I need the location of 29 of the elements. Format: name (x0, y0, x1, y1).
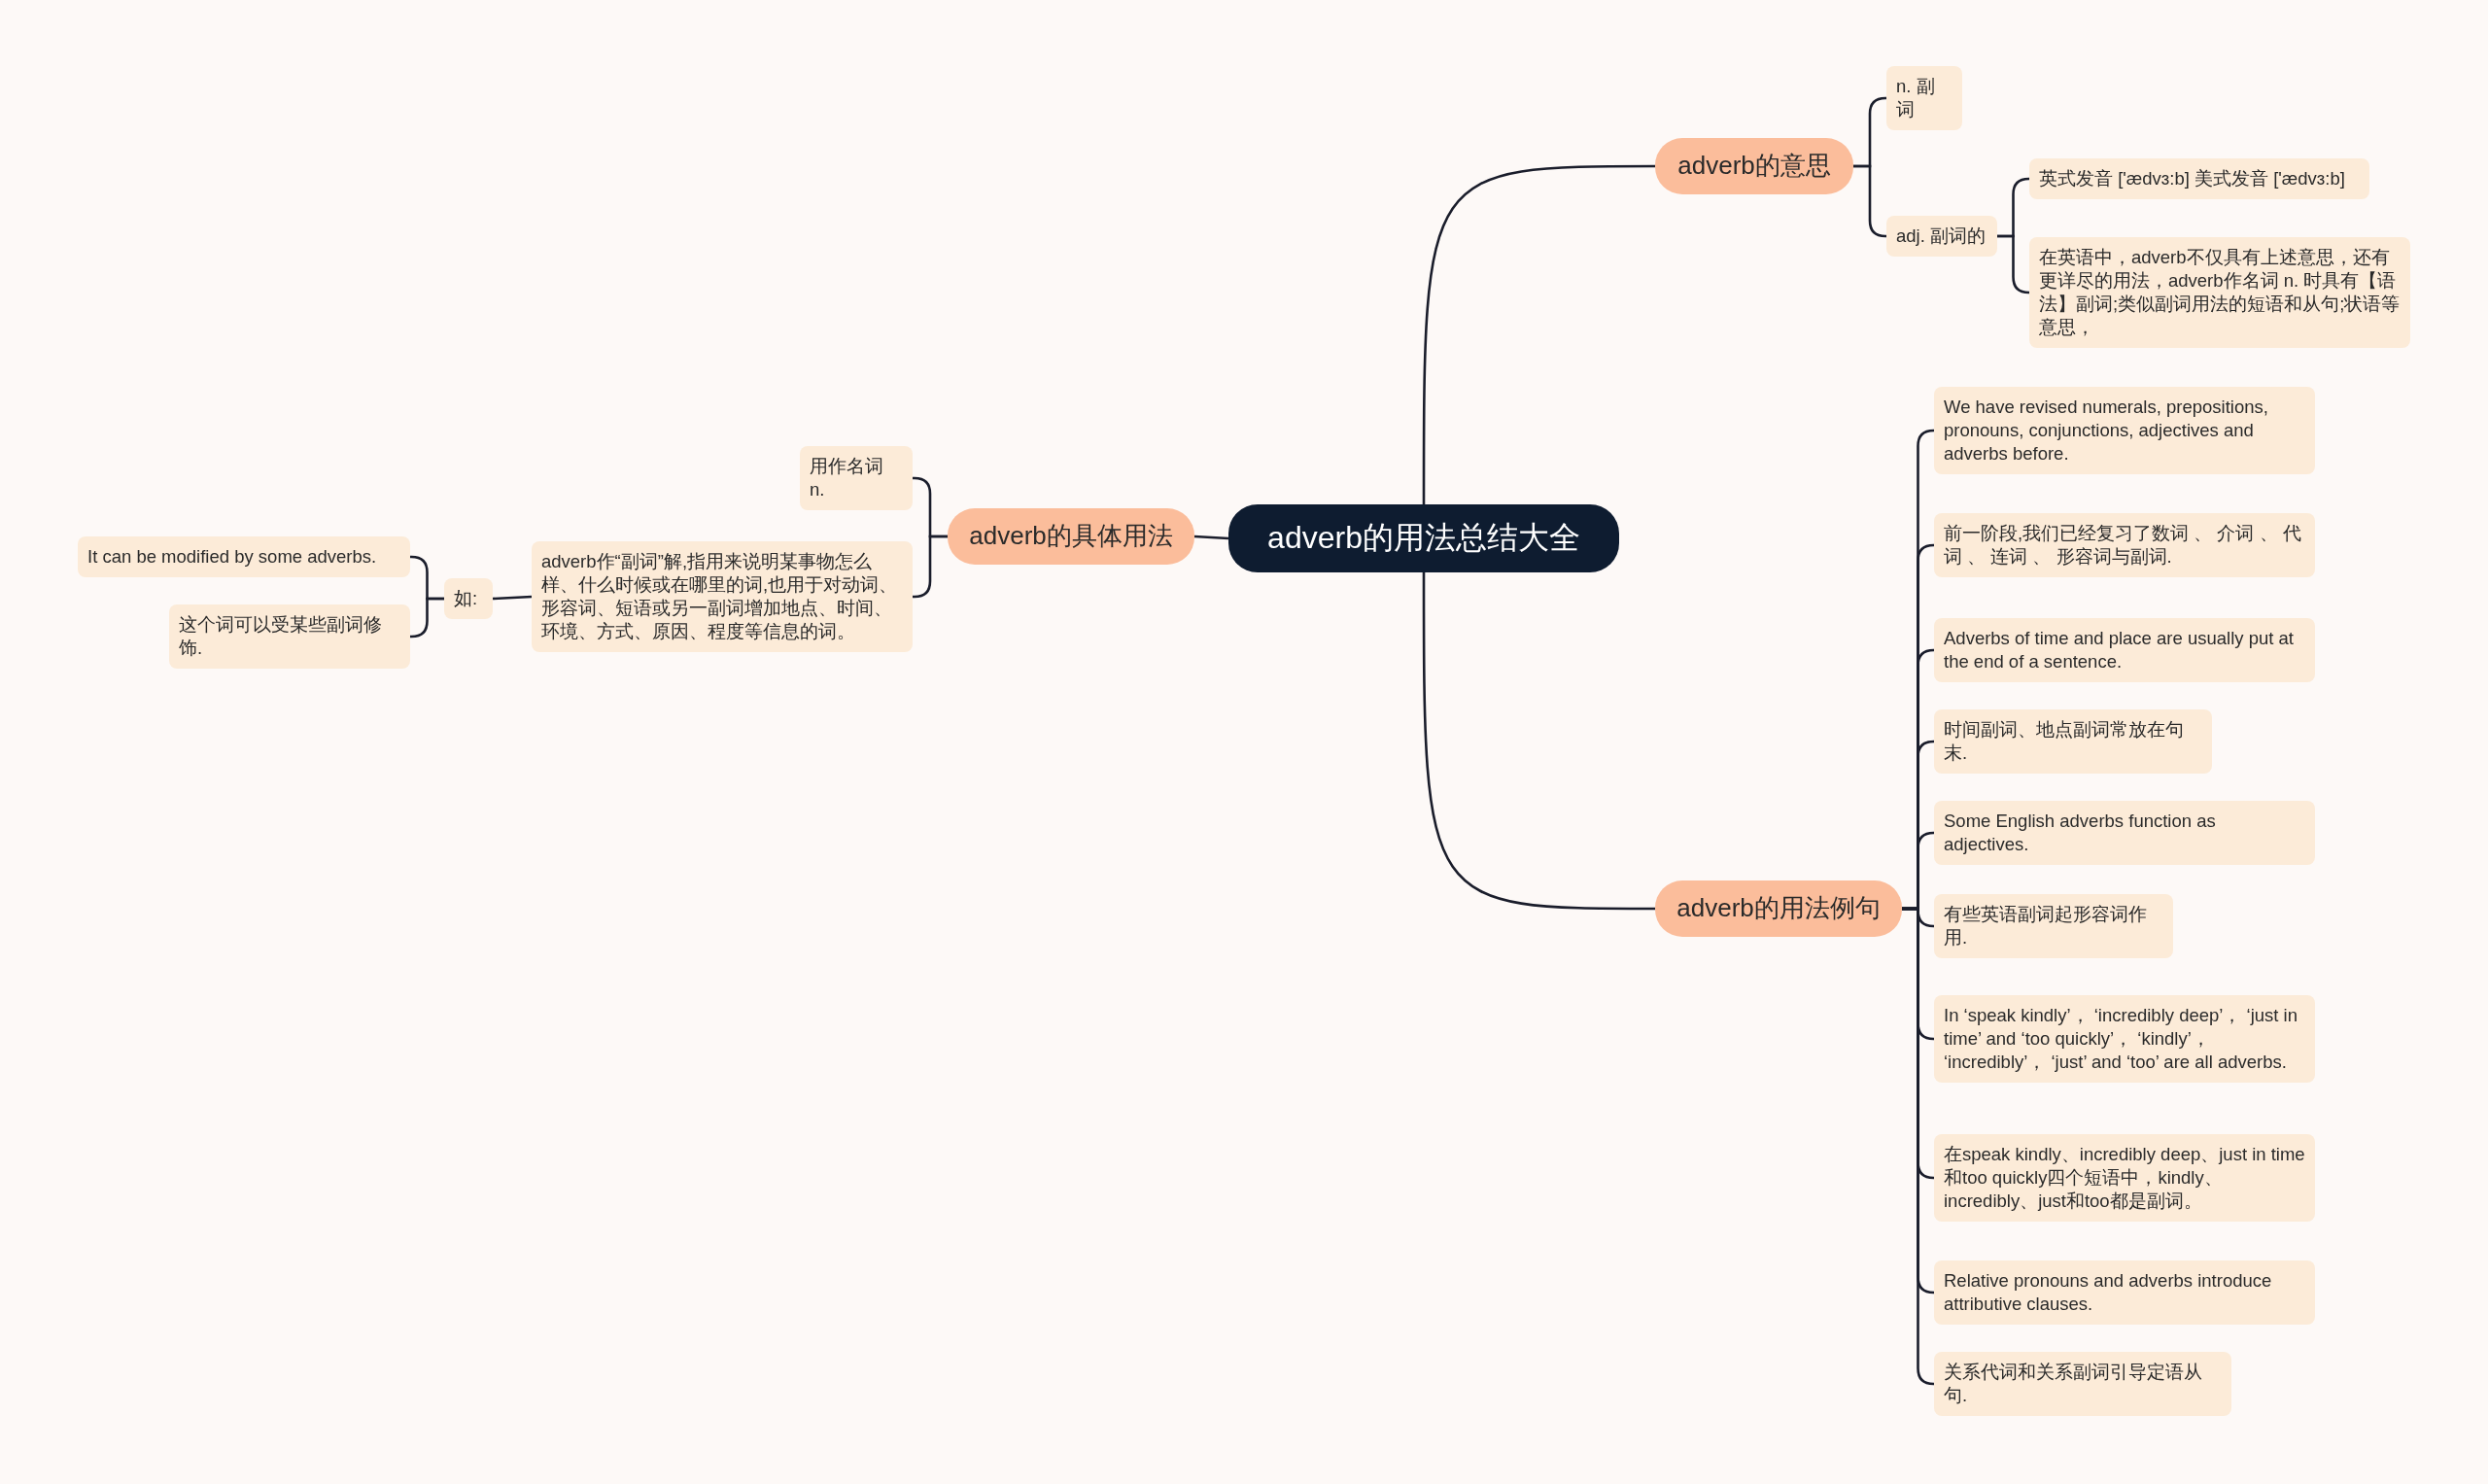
connector-line (1422, 164, 1655, 504)
central-topic: adverb的用法总结大全 (1228, 504, 1619, 572)
topic-box: adverb的用法例句 (1655, 880, 1902, 937)
note-box: In ‘speak kindly’， ‘incredibly deep’， ‘just in time’ and ‘too quickly’， ‘kindly’， ‘incredibly’， ‘just’ and ‘too’ are all adverbs. (1934, 995, 2315, 1084)
note-box: Relative pronouns and adverbs introduce attributive clauses. (1934, 1260, 2315, 1326)
note-box: 有些英语副词起形容词作用. (1934, 894, 2173, 959)
topic-box: adverb的意思 (1655, 138, 1853, 194)
note-box: 在英语中，adverb不仅具有上述意思，还有更详尽的用法，adverb作名词 n. 时具有【语法】副词;类似副词用法的短语和从句;状语等意思， (2029, 237, 2410, 349)
note-box: 在speak kindly、incredibly deep、just in time和too quickly四个短语中，kindly、incredibly、just和too都是副词。 (1934, 1134, 2315, 1223)
note-box: Some English adverbs function as adjectives. (1934, 801, 2315, 866)
connector-line (492, 595, 533, 601)
note-box: 这个词可以受某些副词修饰. (169, 604, 410, 670)
connector-line (1422, 572, 1655, 911)
note-box: We have revised numerals, prepositions, pronouns, conjunctions, adjectives and adverbs before. (1934, 387, 2315, 475)
note-box: 用作名词 n. (800, 446, 913, 511)
connector-line (1193, 535, 1229, 540)
connector-line (1997, 234, 2030, 294)
note-box: adverb作“副词”解,指用来说明某事物怎么样、什么时候或在哪里的词,也用于对动词、形容词、短语或另一副词增加地点、时间、环境、方式、原因、程度等信息的词。 (532, 541, 913, 653)
note-box: 时间副词、地点副词常放在句末. (1934, 709, 2212, 775)
note-box: 英式发音 ['ædvɜ:b] 美式发音 ['ædvɜ:b] (2029, 158, 2369, 200)
topic-box: adverb的具体用法 (948, 508, 1194, 565)
note-box: 前一阶段,我们已经复习了数词 、 介词 、 代词 、 连词 、 形容词与副词. (1934, 513, 2315, 578)
note-box: n. 副词 (1886, 66, 1962, 131)
connector-line (409, 597, 444, 638)
note-box: 关系代词和关系副词引导定语从句. (1934, 1352, 2231, 1417)
note-box: 如: (444, 578, 493, 620)
note-box: Adverbs of time and place are usually put at the end of a sentence. (1934, 618, 2315, 683)
note-box: It can be modified by some adverbs. (78, 536, 410, 578)
note-box: adj. 副词的 (1886, 216, 1997, 258)
